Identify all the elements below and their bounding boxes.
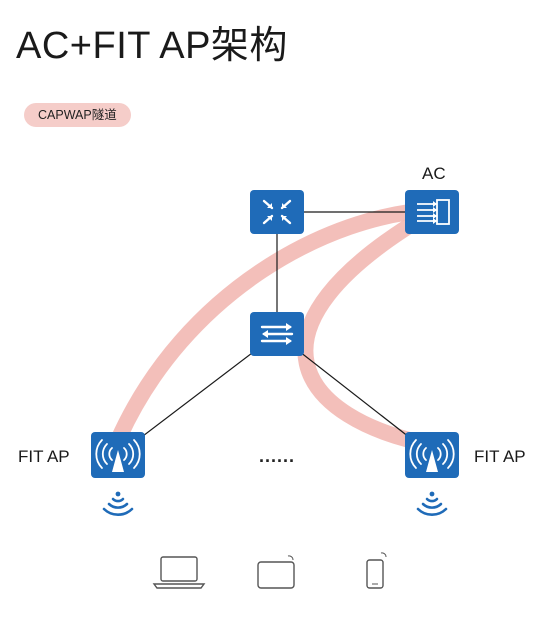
wireless-ap-icon [405, 432, 459, 478]
access-switch-icon [250, 312, 304, 356]
core-switch-icon [250, 190, 304, 234]
capwap-tunnel-legend: CAPWAP隧道 [24, 103, 131, 127]
more-aps-ellipsis: ...... [259, 446, 296, 466]
capwap-tunnel-left [110, 202, 440, 448]
fit-ap-left-label: FIT AP [18, 447, 70, 466]
laptop-icon [152, 556, 206, 589]
ac-label: AC [422, 164, 446, 183]
ac-controller-icon [405, 190, 459, 234]
capwap-tunnel-right [297, 204, 440, 453]
page-title: AC+FIT AP架构 [16, 25, 288, 67]
smartphone-icon [366, 552, 387, 589]
fit-ap-right-label: FIT AP [474, 447, 526, 466]
wireless-ap-icon [91, 432, 145, 478]
tablet-icon [257, 555, 295, 589]
wifi-signal-icon [102, 491, 134, 516]
wifi-signal-icon [416, 491, 448, 516]
